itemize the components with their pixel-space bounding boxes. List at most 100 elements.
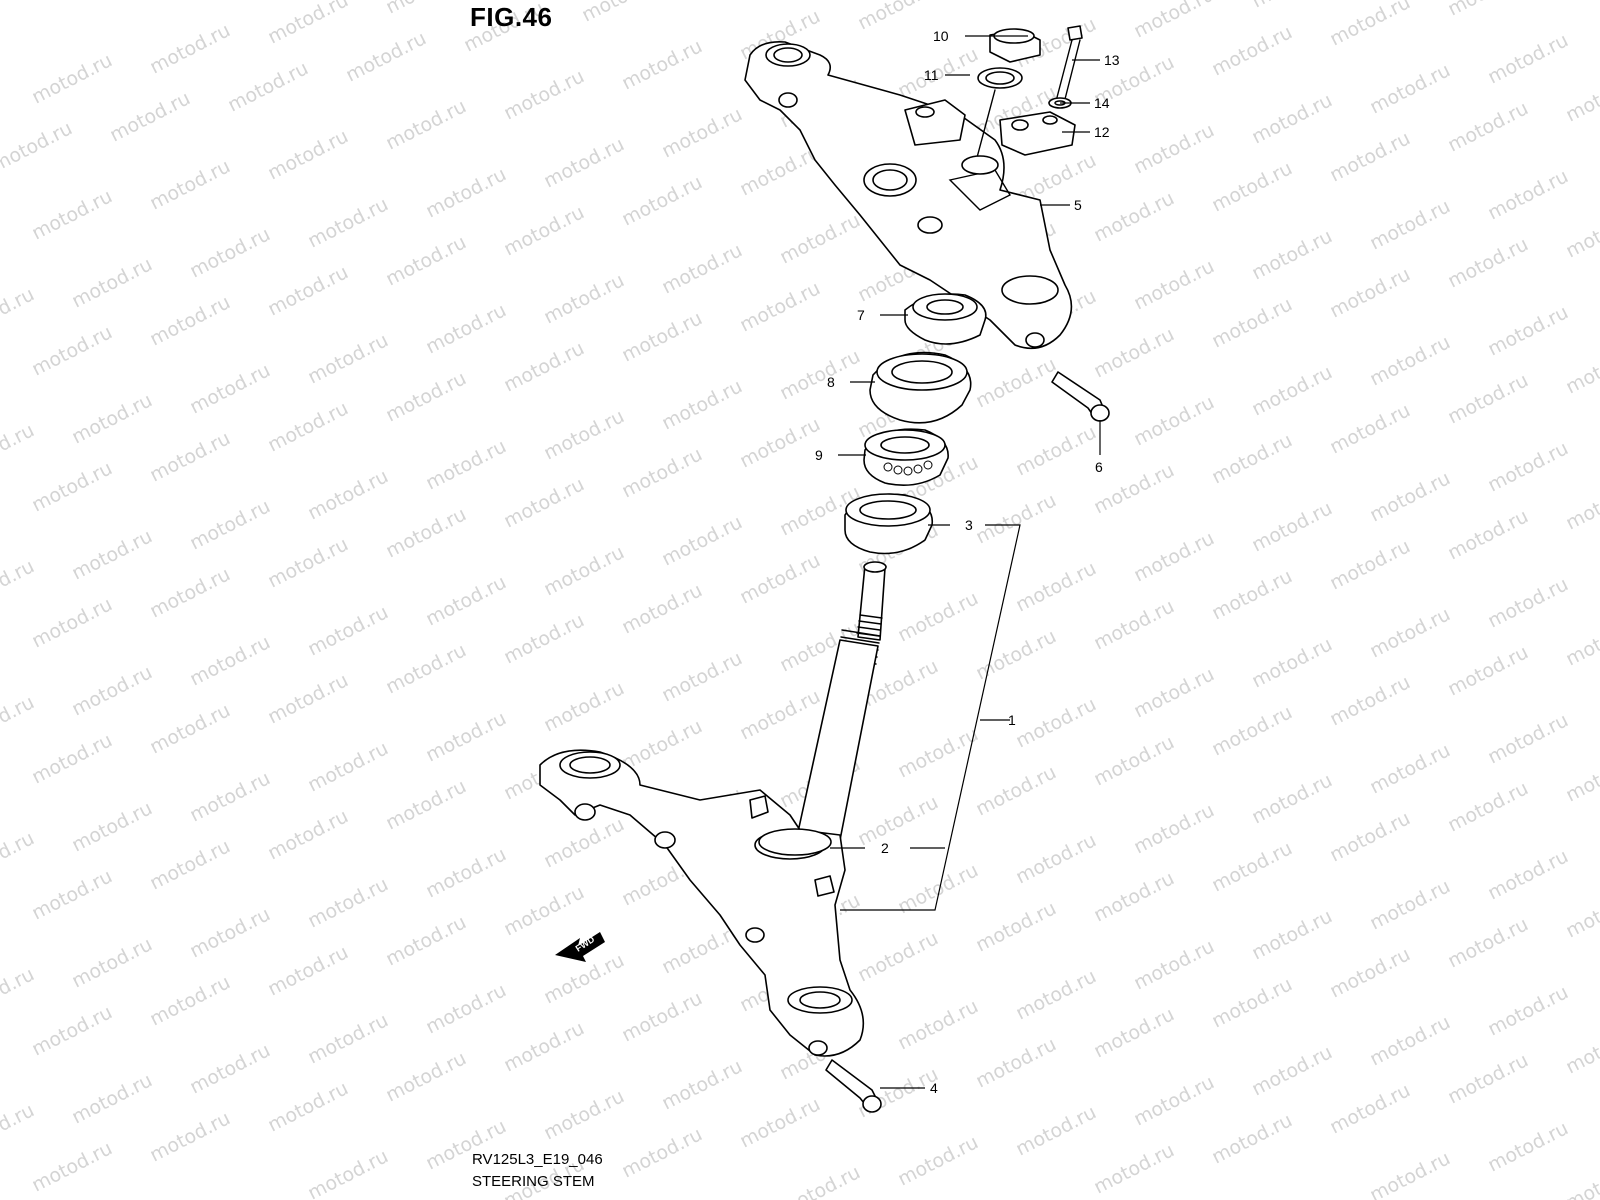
watermark-text: motod.ru: [186, 631, 274, 690]
watermark-text: motod.ru: [1562, 883, 1600, 942]
watermark-text: motod.ru: [186, 495, 274, 554]
watermark-text: motod.ru: [1248, 633, 1336, 692]
watermark-text: motod.ru: [1444, 505, 1532, 564]
watermark-text: motod.ru: [1248, 89, 1336, 148]
watermark-text: motod.ru: [28, 729, 116, 788]
watermark-text: motod.ru: [1090, 731, 1178, 790]
watermark-text: motod.ru: [1366, 195, 1454, 254]
watermark-text: motod.ru: [854, 0, 942, 34]
watermark-text: motod.ru: [1130, 799, 1218, 858]
watermark-text: motod.ru: [1444, 369, 1532, 428]
watermark-text: motod.ru: [540, 133, 628, 192]
watermark-text: motod.ru: [1130, 0, 1218, 42]
watermark-text: motod.ru: [1366, 467, 1454, 526]
callout-12: 12: [1094, 124, 1110, 140]
watermark-text: motod.ru: [500, 609, 588, 668]
callout-5: 5: [1074, 197, 1082, 213]
watermark-text: motod.ru: [540, 813, 628, 872]
watermark-text: motod.ru: [382, 1047, 470, 1106]
watermark-text: motod.ru: [894, 995, 982, 1054]
watermark-text: motod.ru: [1130, 1071, 1218, 1130]
watermark-text: motod.ru: [736, 1093, 824, 1152]
watermark-text: motod.ru: [736, 413, 824, 472]
watermark-text: motod.ru: [382, 95, 470, 154]
watermark-text: motod.ru: [894, 1131, 982, 1190]
watermark-text: motod.ru: [0, 555, 38, 614]
watermark-text: motod.ru: [106, 87, 194, 146]
watermark-text: motod.ru: [618, 987, 706, 1046]
watermark-text: motod.ru: [224, 57, 312, 116]
watermark-text: motod.ru: [146, 835, 234, 894]
watermark-text: motod.ru: [264, 941, 352, 1000]
watermark-text: motod.ru: [68, 525, 156, 584]
watermark-text: motod.ru: [972, 1033, 1060, 1092]
watermark-text: motod.ru: [264, 125, 352, 184]
watermark-text: motod.ru: [540, 677, 628, 736]
watermark-text: motod.ru: [304, 873, 392, 932]
watermark-text: motod.ru: [658, 511, 746, 570]
watermark-text: motod.ru: [1208, 293, 1296, 352]
callout-7: 7: [857, 307, 865, 323]
watermark-text: motod.ru: [1090, 323, 1178, 382]
watermark-text: motod.ru: [146, 291, 234, 350]
watermark-text: motod.ru: [776, 209, 864, 268]
watermark-text: motod.ru: [1562, 475, 1600, 534]
watermark-text: motod.ru: [658, 375, 746, 434]
watermark-text: motod.ru: [186, 359, 274, 418]
watermark-text: motod.ru: [1484, 29, 1572, 88]
watermark-text: motod.ru: [1248, 225, 1336, 284]
watermark-text: motod.ru: [1248, 905, 1336, 964]
watermark-text: motod.ru: [68, 797, 156, 856]
watermark-text: motod.ru: [186, 1039, 274, 1098]
watermark-text: motod.ru: [1208, 157, 1296, 216]
watermark-text: motod.ru: [1208, 1109, 1296, 1168]
watermark-text: motod.ru: [972, 0, 1060, 4]
upper-bracket-part: [744, 40, 1073, 350]
watermark-text: motod.ru: [304, 193, 392, 252]
callout-8: 8: [827, 374, 835, 390]
watermark-text: motod.ru: [618, 171, 706, 230]
watermark-text: motod.ru: [0, 691, 38, 750]
watermark-text: motod.ru: [304, 737, 392, 796]
watermark-text: motod.ru: [618, 1123, 706, 1182]
watermark-text: motod.ru: [1484, 301, 1572, 360]
watermark-text: motod.ru: [422, 435, 510, 494]
watermark-text: motod.ru: [68, 661, 156, 720]
watermark-text: motod.ru: [382, 911, 470, 970]
watermark-text: motod.ru: [618, 715, 706, 774]
watermark-text: motod.ru: [1444, 641, 1532, 700]
watermark-text: motod.ru: [972, 761, 1060, 820]
watermark-text: motod.ru: [894, 723, 982, 782]
watermark-text: motod.ru: [28, 593, 116, 652]
watermark-text: motod.ru: [540, 541, 628, 600]
watermark-text: motod.ru: [658, 103, 746, 162]
watermark-text: motod.ru: [1012, 1101, 1100, 1160]
watermark-text: motod.ru: [1326, 671, 1414, 730]
watermark-text: motod.ru: [422, 979, 510, 1038]
watermark-text: motod.ru: [1090, 595, 1178, 654]
seal-part-2: [758, 828, 832, 856]
watermark-text: motod.ru: [1326, 127, 1414, 186]
figure-code: RV125L3_E19_046: [472, 1151, 603, 1168]
watermark-text: motod.ru: [1366, 739, 1454, 798]
watermark-text: motod.ru: [1484, 165, 1572, 224]
watermark-text: motod.ru: [1326, 263, 1414, 322]
watermark-text: motod.ru: [382, 639, 470, 698]
watermark-text: motod.ru: [854, 927, 942, 986]
watermark-text: motod.ru: [304, 465, 392, 524]
washer-part-11: [961, 67, 1023, 175]
watermark-text: motod.ru: [1366, 875, 1454, 934]
watermark-text: motod.ru: [0, 117, 76, 176]
callout-1: 1: [1008, 712, 1016, 728]
watermark-text: motod.ru: [658, 647, 746, 706]
watermark-text: motod.ru: [28, 321, 116, 380]
watermark-text: motod.ru: [0, 1099, 38, 1158]
callout-4: 4: [930, 1080, 938, 1096]
callout-3: 3: [965, 517, 973, 533]
watermark-text: motod.ru: [1326, 1079, 1414, 1138]
watermark-text: motod.ru: [0, 827, 38, 886]
watermark-text: motod.ru: [1012, 421, 1100, 480]
watermark-text: motod.ru: [500, 337, 588, 396]
watermark-text: motod.ru: [500, 881, 588, 940]
callout-13: 13: [1104, 52, 1120, 68]
